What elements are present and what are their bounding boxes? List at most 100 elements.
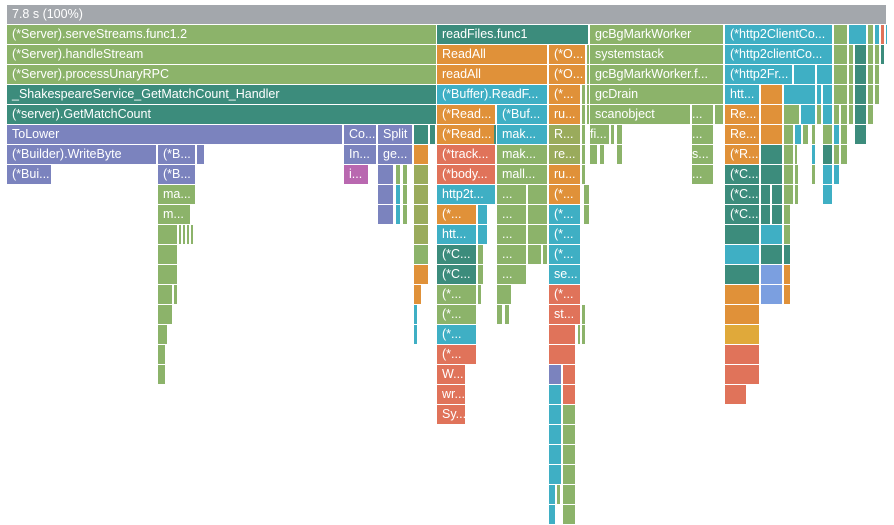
- flame-frame[interactable]: readAll: [437, 65, 548, 85]
- flame-frame[interactable]: _ShakespeareService_GetMatchCount_Handle…: [7, 85, 437, 105]
- flame-frame-unlabeled[interactable]: [761, 225, 783, 245]
- flame-frame-unlabeled[interactable]: [478, 265, 484, 285]
- flame-frame-unlabeled[interactable]: [587, 45, 590, 65]
- flame-frame-unlabeled[interactable]: [563, 365, 576, 385]
- flame-frame-unlabeled[interactable]: [587, 105, 590, 125]
- flame-frame[interactable]: ...: [497, 265, 527, 285]
- flame-frame[interactable]: (*O...: [549, 45, 586, 65]
- flame-frame[interactable]: ...: [692, 105, 714, 125]
- flame-frame-unlabeled[interactable]: [582, 165, 586, 185]
- flame-frame[interactable]: (*...: [549, 245, 581, 265]
- flame-frame[interactable]: (*body...: [437, 165, 496, 185]
- flame-frame[interactable]: (*...: [549, 225, 581, 245]
- flame-frame[interactable]: ru...: [549, 165, 581, 185]
- flame-frame-unlabeled[interactable]: [414, 265, 429, 285]
- flame-frame-unlabeled[interactable]: [587, 65, 590, 85]
- flame-frame-unlabeled[interactable]: [841, 125, 848, 145]
- flame-frame[interactable]: ge...: [378, 145, 413, 165]
- flame-frame-unlabeled[interactable]: [772, 205, 783, 225]
- flame-frame-unlabeled[interactable]: [543, 245, 548, 265]
- flame-frame-unlabeled[interactable]: [823, 85, 833, 105]
- flame-frame-unlabeled[interactable]: [528, 205, 548, 225]
- flame-frame-unlabeled[interactable]: [414, 125, 429, 145]
- flame-frame[interactable]: ToLower: [7, 125, 343, 145]
- flame-frame-unlabeled[interactable]: [549, 365, 562, 385]
- flame-frame-unlabeled[interactable]: [868, 105, 874, 125]
- flame-frame[interactable]: m...: [158, 205, 191, 225]
- flame-frame[interactable]: ...: [692, 125, 714, 145]
- flame-frame-unlabeled[interactable]: [197, 145, 205, 165]
- flame-frame-unlabeled[interactable]: [478, 245, 484, 265]
- flame-frame-unlabeled[interactable]: [881, 25, 885, 45]
- flame-frame[interactable]: (*...: [549, 285, 581, 305]
- flame-frame[interactable]: (*Bui...: [7, 165, 52, 185]
- flame-frame-unlabeled[interactable]: [725, 305, 760, 325]
- flame-frame-unlabeled[interactable]: [528, 245, 542, 265]
- flame-frame[interactable]: In...: [344, 145, 377, 165]
- flame-frame[interactable]: st...: [549, 305, 581, 325]
- flame-frame-unlabeled[interactable]: [812, 145, 816, 165]
- flame-frame[interactable]: mak...: [497, 125, 548, 145]
- flame-frame-unlabeled[interactable]: [187, 225, 190, 245]
- flame-frame[interactable]: (*C...: [725, 205, 760, 225]
- flame-frame-unlabeled[interactable]: [563, 465, 576, 485]
- flame-frame-unlabeled[interactable]: [414, 245, 429, 265]
- flame-frame-unlabeled[interactable]: [725, 265, 760, 285]
- flame-frame-unlabeled[interactable]: [801, 105, 816, 125]
- flame-frame-unlabeled[interactable]: [784, 85, 816, 105]
- flame-frame-unlabeled[interactable]: [505, 305, 510, 325]
- flame-frame-unlabeled[interactable]: [784, 225, 791, 245]
- flame-frame-unlabeled[interactable]: [817, 105, 822, 125]
- flame-root-total[interactable]: 7.8 s (100%): [7, 5, 887, 25]
- flame-frame[interactable]: fi...: [590, 125, 610, 145]
- flame-frame-unlabeled[interactable]: [587, 85, 590, 105]
- flame-frame-unlabeled[interactable]: [761, 185, 771, 205]
- flame-frame-unlabeled[interactable]: [549, 505, 556, 525]
- flame-frame-unlabeled[interactable]: [549, 425, 562, 445]
- flame-frame-unlabeled[interactable]: [715, 105, 724, 125]
- flame-frame[interactable]: (*C...: [725, 165, 760, 185]
- flame-frame[interactable]: (*Builder).WriteByte: [7, 145, 157, 165]
- flame-frame-unlabeled[interactable]: [761, 285, 783, 305]
- flame-frame-unlabeled[interactable]: [875, 25, 880, 45]
- flame-frame-unlabeled[interactable]: [761, 265, 783, 285]
- flame-frame[interactable]: (*O...: [549, 65, 586, 85]
- flame-frame-unlabeled[interactable]: [414, 145, 429, 165]
- flame-frame-unlabeled[interactable]: [725, 325, 760, 345]
- flame-frame[interactable]: gcDrain: [590, 85, 724, 105]
- flame-frame[interactable]: ...: [497, 245, 527, 265]
- flame-frame[interactable]: (*...: [437, 205, 477, 225]
- flame-frame-unlabeled[interactable]: [563, 505, 576, 525]
- flame-frame[interactable]: i...: [344, 165, 369, 185]
- flame-frame-unlabeled[interactable]: [158, 245, 178, 265]
- flame-frame[interactable]: ...: [692, 165, 714, 185]
- flame-frame-unlabeled[interactable]: [725, 285, 760, 305]
- flame-frame[interactable]: gcBgMarkWorker: [590, 25, 724, 45]
- flame-frame[interactable]: ReadAll: [437, 45, 548, 65]
- flame-frame[interactable]: (*Read...: [437, 125, 496, 145]
- flame-frame-unlabeled[interactable]: [600, 145, 605, 165]
- flame-frame[interactable]: ...: [497, 205, 527, 225]
- flame-frame[interactable]: (*...: [437, 325, 477, 345]
- flame-frame-unlabeled[interactable]: [834, 105, 840, 125]
- flame-frame[interactable]: ma...: [158, 185, 196, 205]
- flame-frame-unlabeled[interactable]: [578, 325, 581, 345]
- flame-frame-unlabeled[interactable]: [549, 325, 576, 345]
- flame-frame-unlabeled[interactable]: [158, 225, 178, 245]
- flame-frame-unlabeled[interactable]: [849, 25, 867, 45]
- flame-frame-unlabeled[interactable]: [761, 85, 783, 105]
- flame-frame-unlabeled[interactable]: [158, 265, 178, 285]
- flame-frame-unlabeled[interactable]: [881, 45, 885, 65]
- flame-frame-unlabeled[interactable]: [784, 105, 800, 125]
- flame-frame-unlabeled[interactable]: [834, 165, 840, 185]
- flame-frame-unlabeled[interactable]: [549, 465, 562, 485]
- flame-frame[interactable]: systemstack: [590, 45, 724, 65]
- flame-frame-unlabeled[interactable]: [414, 325, 418, 345]
- flame-frame[interactable]: (*...: [549, 185, 581, 205]
- flame-frame-unlabeled[interactable]: [886, 25, 888, 45]
- flame-frame-unlabeled[interactable]: [855, 85, 867, 105]
- flame-frame-unlabeled[interactable]: [875, 45, 880, 65]
- flame-frame-unlabeled[interactable]: [725, 225, 760, 245]
- flame-frame[interactable]: (*C...: [437, 245, 477, 265]
- flame-frame[interactable]: ru...: [549, 105, 581, 125]
